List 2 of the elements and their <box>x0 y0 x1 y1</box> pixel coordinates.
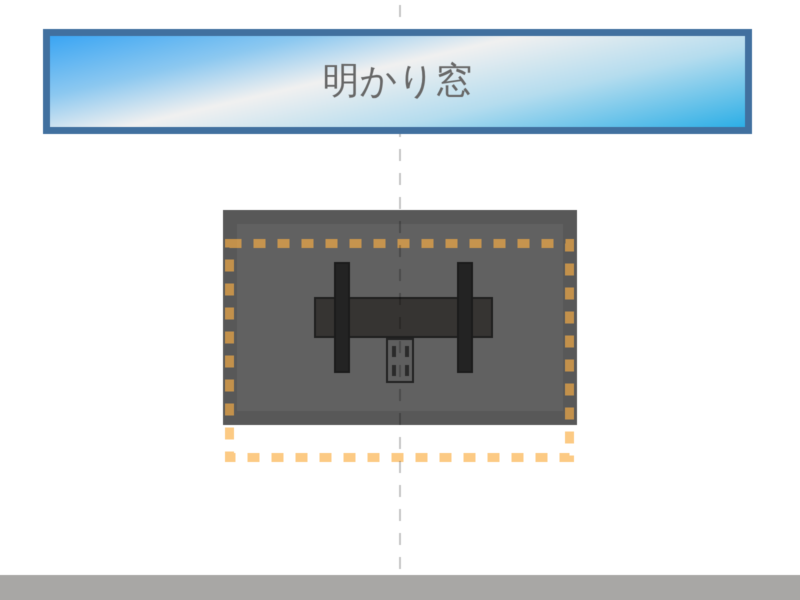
title: 明かり窓 <box>322 59 472 104</box>
floor-bar <box>0 575 800 600</box>
